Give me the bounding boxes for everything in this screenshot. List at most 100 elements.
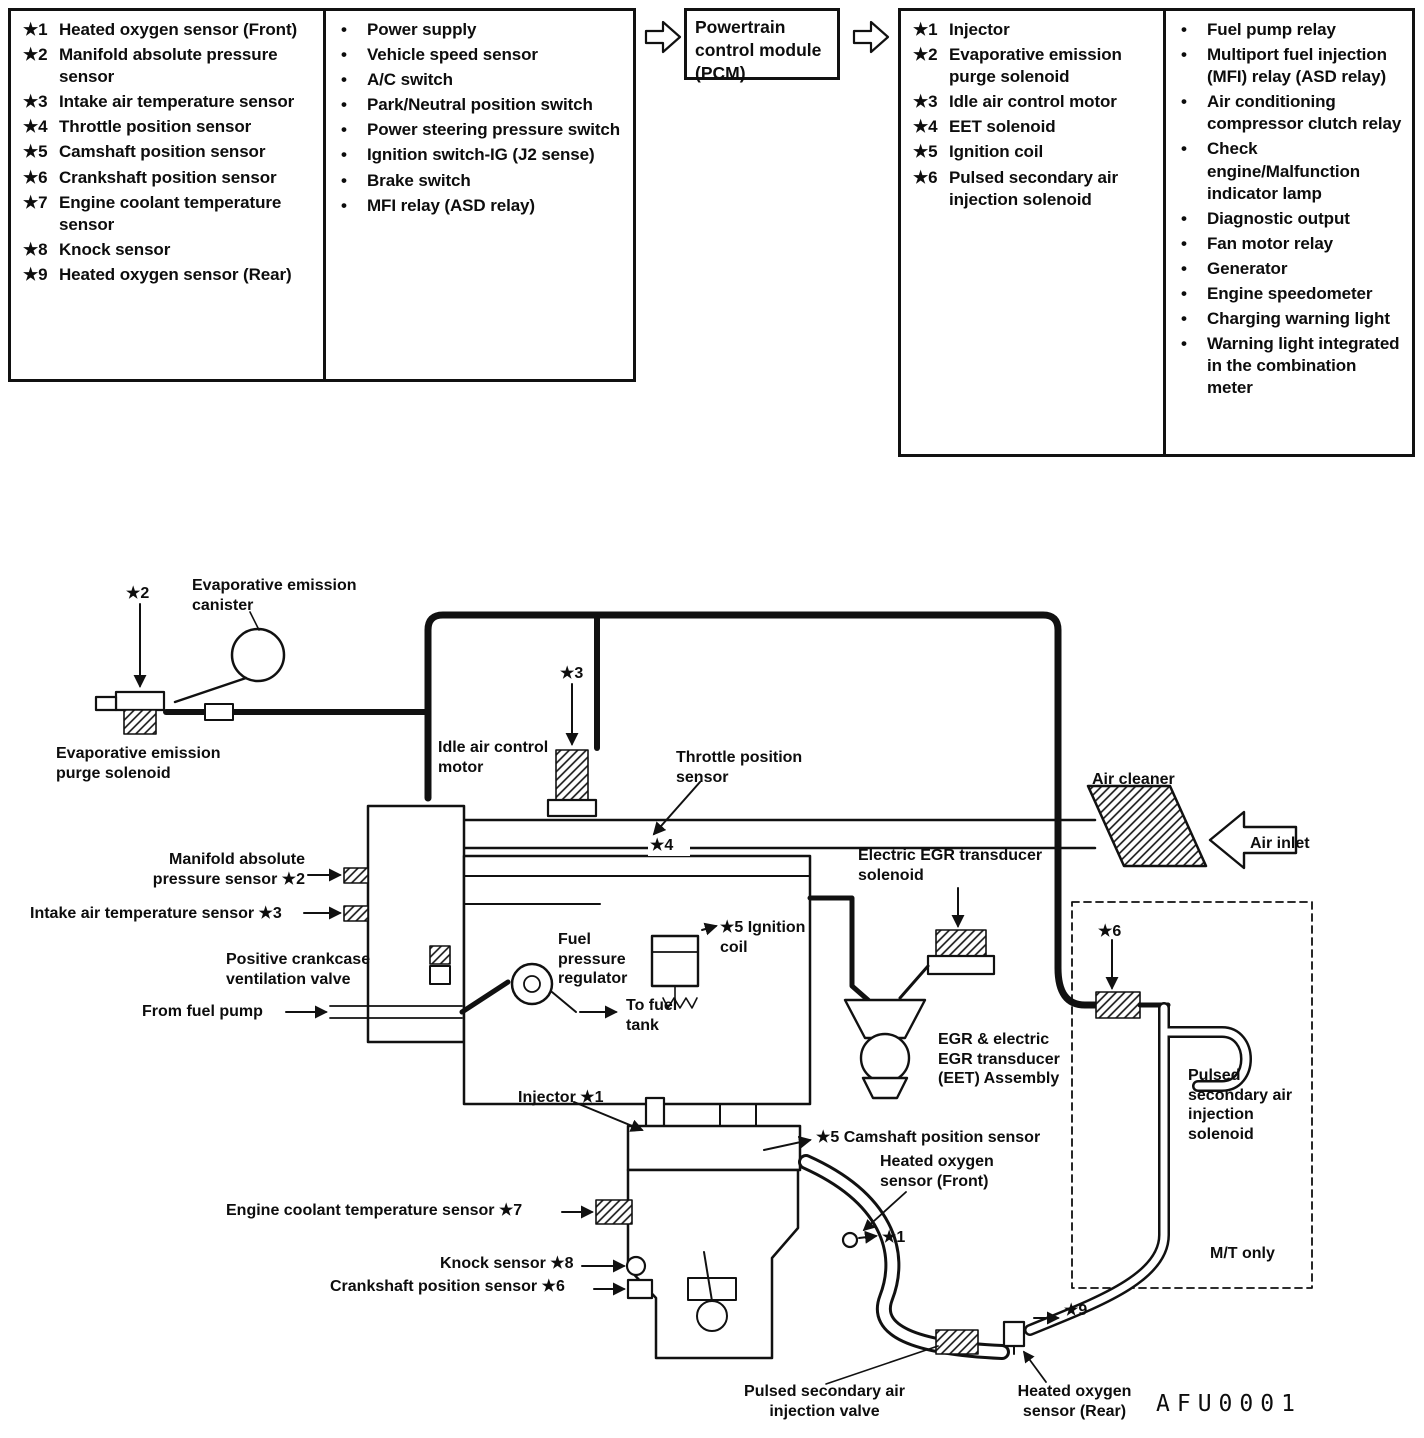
label-pulsed-air-valve: Pulsed secondary air injection valve: [744, 1383, 905, 1420]
input-label: Knock sensor: [59, 239, 171, 259]
pcm-input-item: • Power supply: [338, 19, 625, 41]
bullet-marker: •: [1181, 258, 1187, 278]
label-throttle-position-sensor: Throttle position sensor: [676, 749, 803, 786]
input-label: Power supply: [367, 20, 477, 39]
label-iat-sensor: Intake air temperature sensor ★3: [30, 905, 282, 922]
bullet-marker: •: [1181, 334, 1187, 354]
bullet-marker: •: [1181, 45, 1187, 65]
pcm-output-item: • Fan motor relay: [1178, 233, 1404, 255]
output-label: Generator: [1207, 258, 1288, 278]
pcm-input-item: •Power steering pressure switch: [338, 119, 625, 141]
pcm-output-item: •Charging warning light: [1178, 308, 1404, 330]
figure-code: AFU0001: [1156, 1391, 1302, 1417]
label-from-fuel-pump: From fuel pump: [142, 1003, 263, 1020]
pcm-output-item: ★3 Idle air control motor: [913, 91, 1155, 113]
label-evap-purge-solenoid: Evaporative emission purge solenoid: [56, 745, 221, 782]
star-marker: ★3: [913, 92, 938, 112]
label-air-cleaner: Air cleaner: [1092, 771, 1175, 788]
star-marker: ★2: [913, 45, 938, 65]
pcm-output-item: •Air conditioning compressor clutch rela…: [1178, 91, 1404, 135]
label-knock-sensor: Knock sensor ★8: [440, 1255, 574, 1272]
pcm-output-item: • Multiport fuel injection (MFI) relay (A…: [1178, 44, 1404, 88]
label-star1: ★1: [882, 1229, 906, 1246]
bullet-marker: •: [1181, 309, 1187, 329]
output-label: Ignition coil: [949, 142, 1044, 162]
bullet-marker: •: [341, 70, 347, 90]
label-star6: ★6: [1098, 923, 1122, 940]
input-label: Throttle position sensor: [59, 117, 252, 137]
label-map-sensor: Manifold absolute pressure sensor ★2: [152, 851, 305, 888]
label-crankshaft-sensor: Crankshaft position sensor ★6: [330, 1278, 565, 1295]
pcm-input-item: ★7 Engine coolant temperature sensor: [23, 192, 315, 236]
output-label: EET solenoid: [949, 117, 1056, 137]
star-marker: ★4: [23, 117, 48, 137]
bullet-marker: •: [1181, 208, 1187, 228]
input-label: Vehicle speed sensor: [367, 45, 538, 65]
star-marker: ★6: [913, 167, 938, 187]
bullet-marker: •: [1181, 233, 1187, 253]
pcm-input-item: •MFI relay (ASD relay): [338, 195, 625, 217]
star-marker: ★7: [23, 192, 48, 212]
output-label: Injector: [949, 20, 1010, 39]
bullet-marker: •: [1181, 139, 1187, 159]
pcm-output-item: ★2 Evaporative emission purge solenoid: [913, 44, 1155, 88]
pcm-output-item: ★4 EET solenoid: [913, 116, 1155, 138]
label-ignition-coil: ★5 Ignition coil: [720, 919, 806, 956]
star-marker: ★4: [913, 117, 938, 137]
star-marker: ★1: [23, 20, 48, 39]
output-label: Pulsed secondary air injection solenoid: [949, 167, 1119, 209]
label-star4: ★4: [648, 836, 690, 856]
bullet-marker: •: [341, 170, 347, 190]
label-evap-canister: Evaporative emission canister: [192, 577, 357, 614]
output-label: Warning light integrated in the combinat…: [1207, 334, 1400, 398]
output-label: Fuel pump relay: [1207, 20, 1336, 39]
output-label: Idle air control motor: [949, 92, 1117, 112]
pcm-input-item: ★4 Throttle position sensor: [23, 116, 315, 138]
label-camshaft-sensor: ★5 Camshaft position sensor: [816, 1129, 1041, 1146]
input-label: MFI relay (ASD relay): [367, 195, 535, 215]
inputs-bulleted-column: •Power supply •Vehicle speed sensor •A/C…: [323, 11, 633, 379]
label-ho2s-rear: Heated oxygen sensor (Rear): [1017, 1383, 1132, 1420]
flow-arrow-left-icon: [644, 20, 682, 54]
pcm-input-item: •Ignition switch-IG (J2 sense): [338, 144, 625, 166]
label-air-inlet: Air inlet: [1250, 835, 1310, 852]
input-label: Park/Neutral position switch: [367, 95, 593, 115]
star-marker: ★8: [23, 239, 48, 259]
star-marker: ★5: [913, 142, 938, 162]
pcm-output-item: • Fuel pump relay: [1178, 19, 1404, 41]
input-label: Intake air temperature sensor: [59, 92, 295, 112]
input-label: Power steering pressure switch: [367, 120, 621, 140]
input-label: Manifold absolute pressure sensor: [59, 45, 278, 87]
label-ect-sensor: Engine coolant temperature sensor ★7: [226, 1202, 523, 1219]
bullet-marker: •: [341, 20, 347, 39]
star-marker: ★5: [23, 142, 48, 162]
outputs-bulleted-column: • Fuel pump relay • Multiport fuel injecti…: [1163, 11, 1412, 454]
output-label: Fan motor relay: [1207, 233, 1334, 253]
pcm-output-item: ★5 Ignition coil: [913, 141, 1155, 163]
input-label: Brake switch: [367, 170, 471, 190]
star-marker: ★2: [23, 45, 48, 65]
output-label: Check engine/Malfunction indicator lamp: [1207, 139, 1361, 203]
input-label: Camshaft position sensor: [59, 142, 266, 162]
output-label: Multiport fuel injection (MFI) relay (AS…: [1207, 45, 1387, 87]
label-ho2s-front: Heated oxygen sensor (Front): [880, 1153, 994, 1190]
label-pcv-valve: Positive crankcase ventilation valve: [226, 951, 371, 988]
pcm-input-item: ★5 Camshaft position sensor: [23, 141, 315, 163]
bullet-marker: •: [341, 45, 347, 65]
label-electric-egr-solenoid: Electric EGR transducer solenoid: [858, 847, 1043, 884]
label-pulsed-air-solenoid: Pulsed secondary air injection solenoid: [1188, 1067, 1293, 1143]
output-label: Evaporative emission purge solenoid: [949, 45, 1122, 87]
output-label: Engine speedometer: [1207, 284, 1373, 304]
label-star9: ★9: [1064, 1302, 1088, 1319]
bullet-marker: •: [1181, 20, 1187, 39]
input-label: Engine coolant temperature sensor: [59, 192, 282, 234]
label-mt-only: M/T only: [1210, 1245, 1275, 1262]
pcm-input-item: • Vehicle speed sensor: [338, 44, 625, 66]
pcm-output-item: ★6 Pulsed secondary air injection solenoi…: [913, 167, 1155, 211]
output-label: Air conditioning compressor clutch relay: [1207, 92, 1402, 134]
label-to-fuel-tank: To fuel tank: [626, 997, 678, 1034]
flow-arrow-right-icon: [852, 20, 890, 54]
